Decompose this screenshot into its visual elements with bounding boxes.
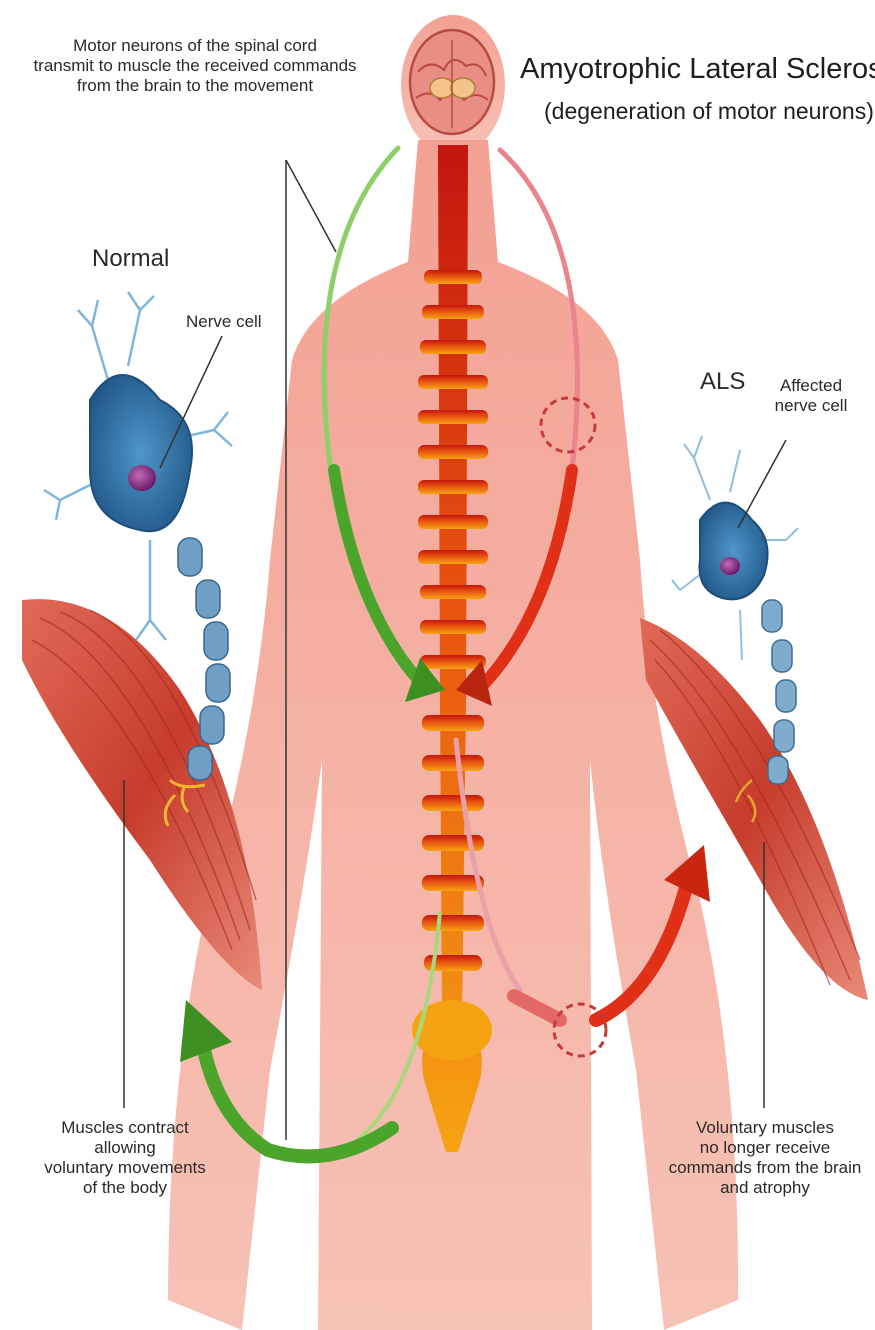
normal-caption-line-1: Muscles contract <box>30 1118 220 1138</box>
motor-caption-line-2: transmit to muscle the received commands <box>30 56 360 76</box>
normal-heading: Normal <box>92 245 169 273</box>
normal-caption-line-4: of the body <box>30 1178 220 1198</box>
als-caption-line-4: and atrophy <box>660 1178 870 1198</box>
affected-label-line-2: nerve cell <box>766 396 856 416</box>
normal-muscle-caption: Muscles contract allowing voluntary move… <box>30 1118 220 1198</box>
affected-nerve-cell-label: Affected nerve cell <box>766 376 856 416</box>
healthy-muscle <box>22 599 262 990</box>
als-caption-line-1: Voluntary muscles <box>660 1118 870 1138</box>
als-heading: ALS <box>700 368 745 396</box>
normal-caption-line-3: voluntary movements <box>30 1158 220 1178</box>
normal-caption-line-2: allowing <box>30 1138 220 1158</box>
als-muscle-caption: Voluntary muscles no longer receive comm… <box>660 1118 870 1198</box>
motor-caption-line-1: Motor neurons of the spinal cord <box>30 36 360 56</box>
diagram-title: Amyotrophic Lateral Sclerosis <box>520 52 875 86</box>
motor-neuron-caption: Motor neurons of the spinal cord transmi… <box>30 36 360 96</box>
motor-caption-line-3: from the brain to the movement <box>30 76 360 96</box>
affected-label-line-1: Affected <box>766 376 856 396</box>
brain-icon <box>410 30 494 134</box>
als-caption-line-3: commands from the brain <box>660 1158 870 1178</box>
nerve-cell-label: Nerve cell <box>186 312 262 332</box>
als-caption-line-2: no longer receive <box>660 1138 870 1158</box>
diagram-subtitle: (degeneration of motor neurons) <box>544 98 874 125</box>
